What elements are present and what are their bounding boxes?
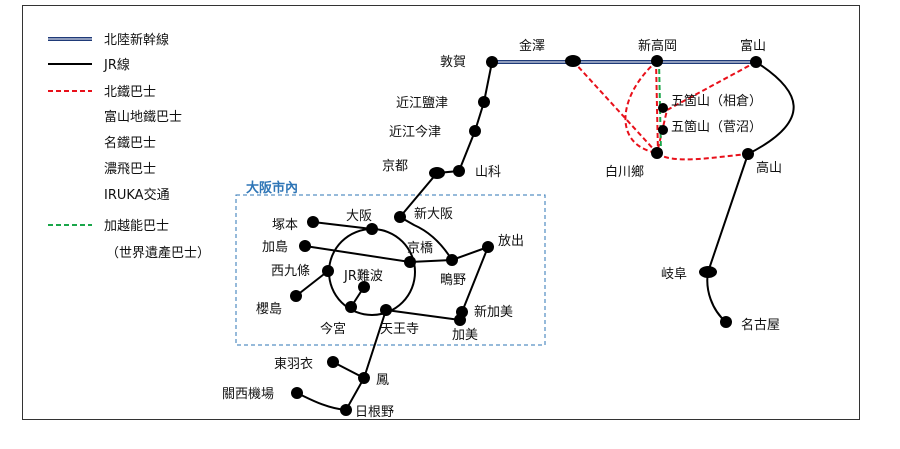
station-label-osaka: 大阪	[346, 209, 372, 224]
station-dot-toyama	[750, 56, 762, 68]
station-dot-tennoji	[380, 304, 392, 316]
station-dot-higashi-hagoromo	[327, 356, 339, 368]
station-dot-tsukamoto	[307, 216, 319, 228]
station-label-toyama: 富山	[740, 38, 766, 54]
station-dot-jr-namba	[358, 281, 370, 293]
station-dot-shin-osaka	[394, 211, 406, 223]
station-label-higashi-hagoromo: 東羽衣	[274, 356, 313, 372]
station-dot-suganuma	[658, 125, 668, 135]
station-label-hineno: 日根野	[355, 405, 394, 420]
station-dot-kanazawa	[565, 55, 581, 67]
station-dot-nagoya	[720, 316, 732, 328]
hokutetsu-bus-kanazawa	[572, 60, 658, 154]
station-label-jr-namba: JR難波	[343, 269, 383, 284]
station-label-imamiya: 今宮	[320, 321, 346, 337]
legend-label: 加越能巴士	[104, 219, 169, 234]
station-dot-kashima	[299, 240, 311, 252]
station-dot-omi-imazu	[469, 125, 481, 137]
station-label-shirakawago: 白川鄉	[605, 164, 644, 180]
jr-takayama-line	[706, 61, 795, 323]
station-label-sakurajima: 櫻島	[256, 302, 282, 317]
station-label-shigino: 鴫野	[440, 273, 466, 288]
station-dot-tsuruga	[486, 56, 498, 68]
legend-label: 濃飛巴士	[104, 162, 156, 177]
legend-kaetsuno: 加越能巴士 （世界遺產巴士）	[48, 219, 210, 261]
station-dot-ainokura	[658, 103, 668, 113]
station-label-gifu: 岐阜	[661, 266, 687, 282]
station-label-nagoya: 名古屋	[741, 317, 780, 333]
station-dot-hineno	[340, 404, 352, 416]
station-label-tsukamoto: 塚本	[272, 218, 298, 233]
station-label-shintakaoka: 新高岡	[638, 38, 677, 54]
kaetsuno-bus-route	[658, 60, 662, 154]
legend-label: 名鐵巴士	[104, 135, 156, 151]
legend-label: 北陸新幹線	[104, 32, 169, 48]
legend-label: IRUKA交通	[104, 187, 170, 203]
osaka-area-title: 大阪市內	[246, 180, 298, 196]
legend-label: 北鐵巴士	[104, 84, 156, 100]
station-dot-yamashina	[453, 165, 465, 177]
legend: 北陸新幹線 JR線 北鐵巴士 富山地鐵巴士 名鐵巴士 濃飛巴士 IRUKA交通 …	[48, 32, 210, 261]
station-dot-nishikujo	[322, 265, 334, 277]
station-dot-sakurajima	[290, 290, 302, 302]
bus-takayama-route	[656, 152, 749, 161]
station-label-kami: 加美	[452, 328, 478, 343]
station-label-omi-shiotsu: 近江鹽津	[396, 96, 448, 111]
station-label-omi-imazu: 近江今津	[389, 124, 441, 140]
station-dot-kami	[454, 314, 466, 326]
station-dot-takayama	[742, 148, 754, 160]
station-dot-otori	[358, 372, 370, 384]
jr-kansai-line	[385, 309, 461, 321]
station-label-otori: 鳳	[376, 373, 389, 388]
bus-routes	[572, 60, 757, 161]
station-dot-shintakaoka	[651, 55, 663, 67]
station-label-kyoto: 京都	[382, 159, 408, 174]
station-label-takayama: 高山	[756, 160, 782, 176]
station-label-hanaten: 放出	[498, 234, 524, 249]
station-dot-omi-shiotsu	[478, 96, 490, 108]
station-dot-gifu	[699, 266, 717, 278]
station-dot-hanaten	[482, 241, 494, 253]
jr-kosei-line	[399, 61, 493, 218]
station-dot-kyoto	[429, 167, 445, 179]
station-labels: 敦賀 金澤 新高岡 富山 近江鹽津 近江今津 京都 山科 五箇山（相倉） 五箇山…	[222, 38, 782, 420]
station-dot-shirakawago	[651, 147, 663, 159]
bus-toyama-route	[656, 61, 757, 154]
station-dot-osaka	[366, 223, 378, 235]
station-label-kanazawa: 金澤	[519, 38, 545, 54]
legend-label: 富山地鐵巴士	[104, 109, 182, 125]
station-label-tennoji: 天王寺	[380, 322, 419, 337]
station-label-kansai-airport: 關西機場	[222, 387, 274, 402]
station-label-gokayama-ainokura: 五箇山（相倉）	[671, 93, 762, 109]
legend-bus: 北鐵巴士 富山地鐵巴士 名鐵巴士 濃飛巴士 IRUKA交通	[48, 84, 182, 203]
station-dot-imamiya	[345, 301, 357, 313]
jr-yumesaki-line	[295, 270, 329, 297]
station-label-kyobashi: 京橋	[407, 241, 433, 256]
station-label-shinkami: 新加美	[474, 304, 513, 320]
legend-label: JR線	[103, 57, 130, 73]
station-label-tsuruga: 敦賀	[440, 54, 466, 70]
bus-shintakaoka-route	[624, 60, 658, 154]
station-dots	[290, 55, 762, 416]
jr-tozai-west	[312, 221, 373, 230]
station-dot-kyobashi	[404, 256, 416, 268]
station-label-yamashina: 山科	[475, 165, 501, 180]
osaka-area-box	[235, 194, 546, 346]
red-overlay-route	[655, 60, 659, 154]
legend-label: （世界遺產巴士）	[106, 245, 210, 261]
station-label-gokayama-suganuma: 五箇山（菅沼）	[671, 119, 762, 135]
station-label-kashima: 加島	[262, 240, 288, 255]
station-dot-kansai-airport	[291, 387, 303, 399]
station-label-shin-osaka: 新大阪	[414, 206, 453, 222]
station-dot-shigino	[446, 254, 458, 266]
station-label-nishikujo: 西九條	[271, 264, 310, 279]
legend-jr: JR線	[48, 57, 130, 73]
map-frame	[22, 5, 860, 420]
legend-shinkansen: 北陸新幹線	[48, 32, 169, 48]
